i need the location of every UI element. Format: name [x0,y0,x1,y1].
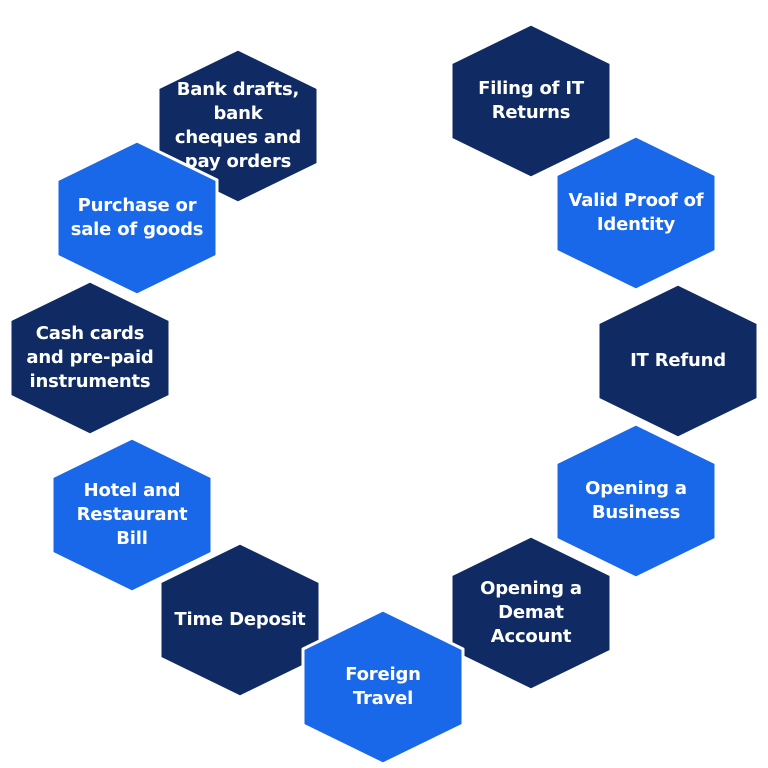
hex-label-line: cheques and [174,127,302,148]
hex-label-lines: Time Deposit [174,608,305,632]
hex-valid-proof-identity: Valid Proof of Identity [548,133,724,293]
hex-label-line: Hotel and [83,480,181,501]
hex-label-line: Bank drafts, [176,79,300,100]
hex-label-line: Purchase or [77,195,197,216]
hex-label-line: Account [490,626,572,647]
hex-filing-it-returns: Filing of IT Returns [443,21,619,181]
hex-label-line: Travel [352,688,414,709]
hex-label-lines: Filing of IT Returns [478,77,584,125]
hexagon-shape [158,541,322,699]
hex-it-refund: IT Refund [590,281,766,441]
hexagon-shape [55,139,219,297]
hex-label-lines: IT Refund [630,349,726,373]
hexagon-shape [156,47,320,205]
hex-label: Filing of IT Returns [461,21,601,181]
hex-label-line: Restaurant [76,504,188,525]
hex-label-line: instruments [29,371,151,392]
hex-opening-business: Opening a Business [548,421,724,581]
hexagon-shape [449,534,613,692]
hex-label-line: Time Deposit [174,609,306,630]
hex-label-lines: Valid Proof of Identity [569,189,704,237]
hexagon-shape [50,436,214,594]
hex-label: IT Refund [608,281,748,441]
hex-label-line: sale of goods [70,219,204,240]
hex-label-line: Foreign [345,664,421,685]
hex-label: Time Deposit [170,540,310,700]
hex-label-line: Business [591,502,681,523]
hex-label: Opening a Business [566,421,706,581]
hex-bank-drafts: Bank drafts, bank cheques and pay orders [150,46,326,206]
hex-label-line: and pre-paid [26,347,154,368]
hex-label-line: Cash cards [35,323,145,344]
hex-label: Valid Proof of Identity [566,133,706,293]
hex-label-line: pay orders [184,151,292,172]
hexagon-shape [554,134,718,292]
hex-label-line: Valid Proof of [568,190,704,211]
hex-label-lines: Cash cards and pre-paid instruments [26,322,153,394]
hex-label-lines: Bank drafts, bank cheques and pay orders [175,78,301,174]
hex-label-line: Bill [116,528,148,549]
hex-purchase-sale-goods: Purchase or sale of goods [49,138,225,298]
hex-label: Cash cards and pre-paid instruments [20,278,160,438]
hex-label-line: Opening a [585,478,687,499]
hex-label-line: Returns [491,102,571,123]
hex-label-line: Filing of IT [478,78,584,99]
hex-label-lines: Purchase or sale of goods [71,194,204,242]
hex-label-line: bank [213,103,263,124]
hex-label-line: Identity [596,214,676,235]
hex-label-lines: Opening a Business [585,477,687,525]
hex-time-deposit: Time Deposit [152,540,328,700]
hex-label-line: Demat [498,602,564,623]
hex-cash-cards: Cash cards and pre-paid instruments [2,278,178,438]
hex-label-line: IT Refund [630,350,726,371]
hexagon-shape [554,422,718,580]
hexagon-shape [449,22,613,180]
hex-label-line: Opening a [480,578,582,599]
hexagon-shape [8,279,172,437]
hexagon-shape [301,608,465,766]
hex-label: Bank drafts, bank cheques and pay orders [168,46,308,206]
hexagon-shape [596,282,760,440]
hex-label: Purchase or sale of goods [67,138,207,298]
